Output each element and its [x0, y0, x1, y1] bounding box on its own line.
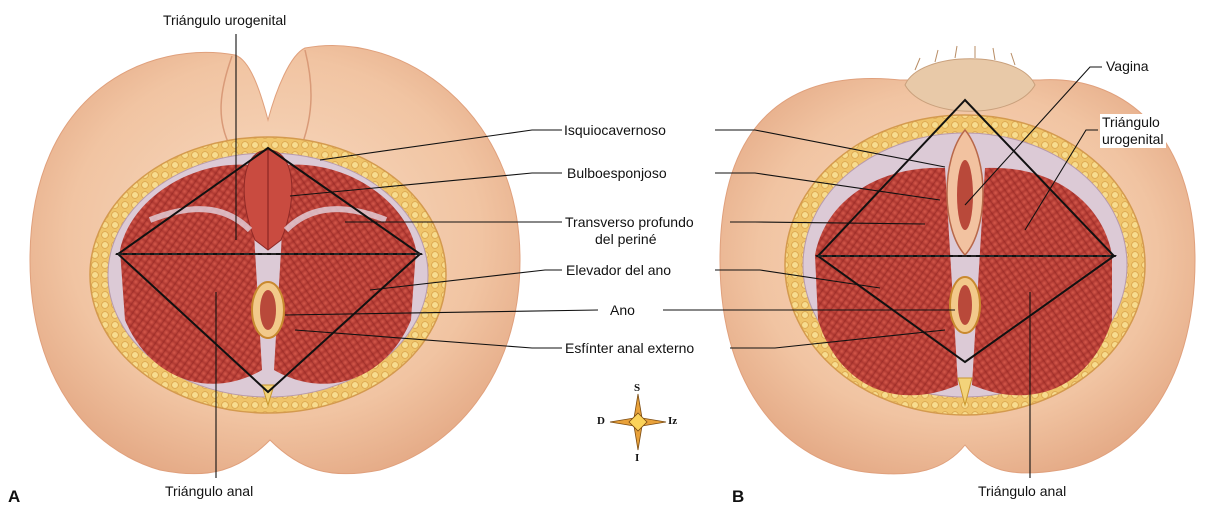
label-b-urogenital-line2: urogenital: [1102, 131, 1164, 148]
label-vagina: Vagina: [1104, 58, 1151, 75]
panel-label-b: B: [732, 487, 744, 507]
label-a-anal-triangle: Triángulo anal: [163, 483, 255, 500]
compass-inferior: I: [635, 452, 639, 464]
compass-izquierda: Iz: [668, 415, 677, 427]
label-elevador-del-ano: Elevador del ano: [564, 262, 673, 279]
panel-b-illustration: [720, 46, 1195, 474]
label-transverso-profundo: Transverso profundo del periné: [563, 214, 696, 248]
label-esfinter-anal-externo: Esfínter anal externo: [563, 340, 696, 357]
label-bulboesponjoso: Bulboesponjoso: [565, 165, 669, 182]
label-isquiocavernoso: Isquiocavernoso: [562, 122, 668, 139]
label-b-urogenital-line1: Triángulo: [1102, 114, 1164, 131]
panel-a-illustration: [30, 45, 520, 473]
orientation-compass: [610, 394, 666, 450]
label-ano: Ano: [608, 302, 637, 319]
label-b-urogenital-triangle: Triángulo urogenital: [1100, 114, 1166, 148]
label-b-anal-triangle: Triángulo anal: [976, 483, 1068, 500]
compass-superior: S: [634, 382, 640, 394]
panel-label-a: A: [8, 487, 20, 507]
compass-derecha: D: [597, 415, 605, 427]
label-transverso-line2: del periné: [565, 231, 694, 248]
label-transverso-line1: Transverso profundo: [565, 214, 694, 231]
label-a-urogenital-triangle: Triángulo urogenital: [161, 12, 288, 29]
